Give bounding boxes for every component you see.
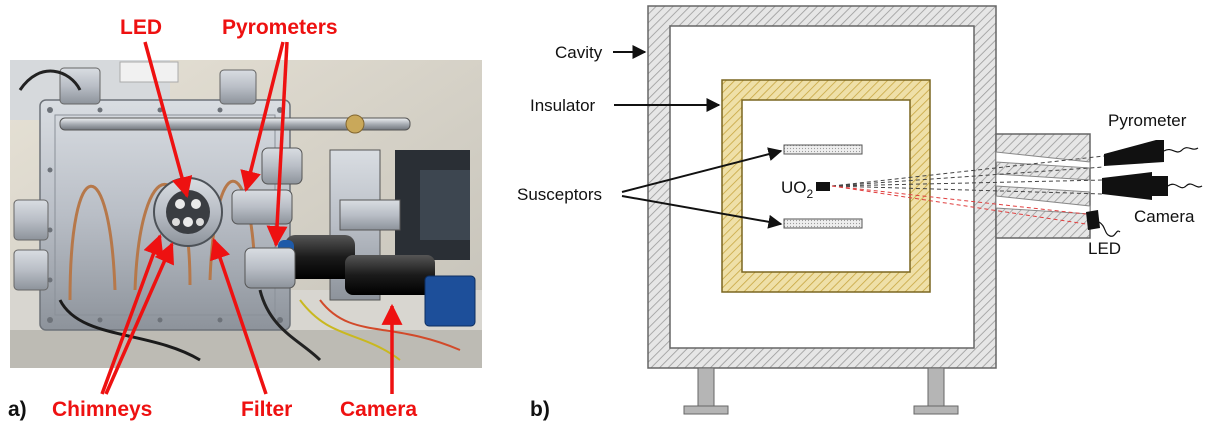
susceptor-top <box>783 144 863 155</box>
cavity-feet <box>683 367 959 415</box>
apparatus-photo <box>10 60 482 368</box>
pyrometers-label: Pyrometers <box>222 16 338 39</box>
annotation-arrows <box>100 41 403 395</box>
filter-arrow <box>210 238 268 395</box>
beam-lines <box>831 155 1105 225</box>
pyrometer-label: Pyrometer <box>1108 111 1187 130</box>
led-device <box>1086 210 1121 237</box>
chimneys-arrow-1 <box>100 234 164 395</box>
insulator-label: Insulator <box>530 96 596 115</box>
panel-a-label: a) <box>8 398 27 421</box>
led-arrow <box>143 41 193 199</box>
filter-label: Filter <box>241 398 292 421</box>
pyrometer-device <box>1104 140 1199 166</box>
susceptor-bottom <box>783 218 863 229</box>
viewport-block <box>995 133 1091 239</box>
uo2-sample <box>816 182 830 191</box>
susceptor-arrow-bottom <box>621 195 783 229</box>
panel-b-label: b) <box>530 398 550 421</box>
cavity-label: Cavity <box>555 43 603 62</box>
pyrometer-arrow-1 <box>240 41 285 193</box>
uo2-label: UO2 <box>781 178 814 201</box>
chimneys-arrow-2 <box>104 242 174 395</box>
susceptor-arrow-top <box>621 147 783 193</box>
chimneys-label: Chimneys <box>52 398 152 421</box>
camera-photo-label: Camera <box>340 398 417 421</box>
pyrometer-arrow-2 <box>266 41 289 248</box>
camera-schematic-label: Camera <box>1134 207 1195 226</box>
led-schematic-label: LED <box>1088 239 1121 258</box>
susceptors-label: Susceptors <box>517 185 602 204</box>
camera-device <box>1102 172 1203 200</box>
led-label: LED <box>120 16 162 39</box>
